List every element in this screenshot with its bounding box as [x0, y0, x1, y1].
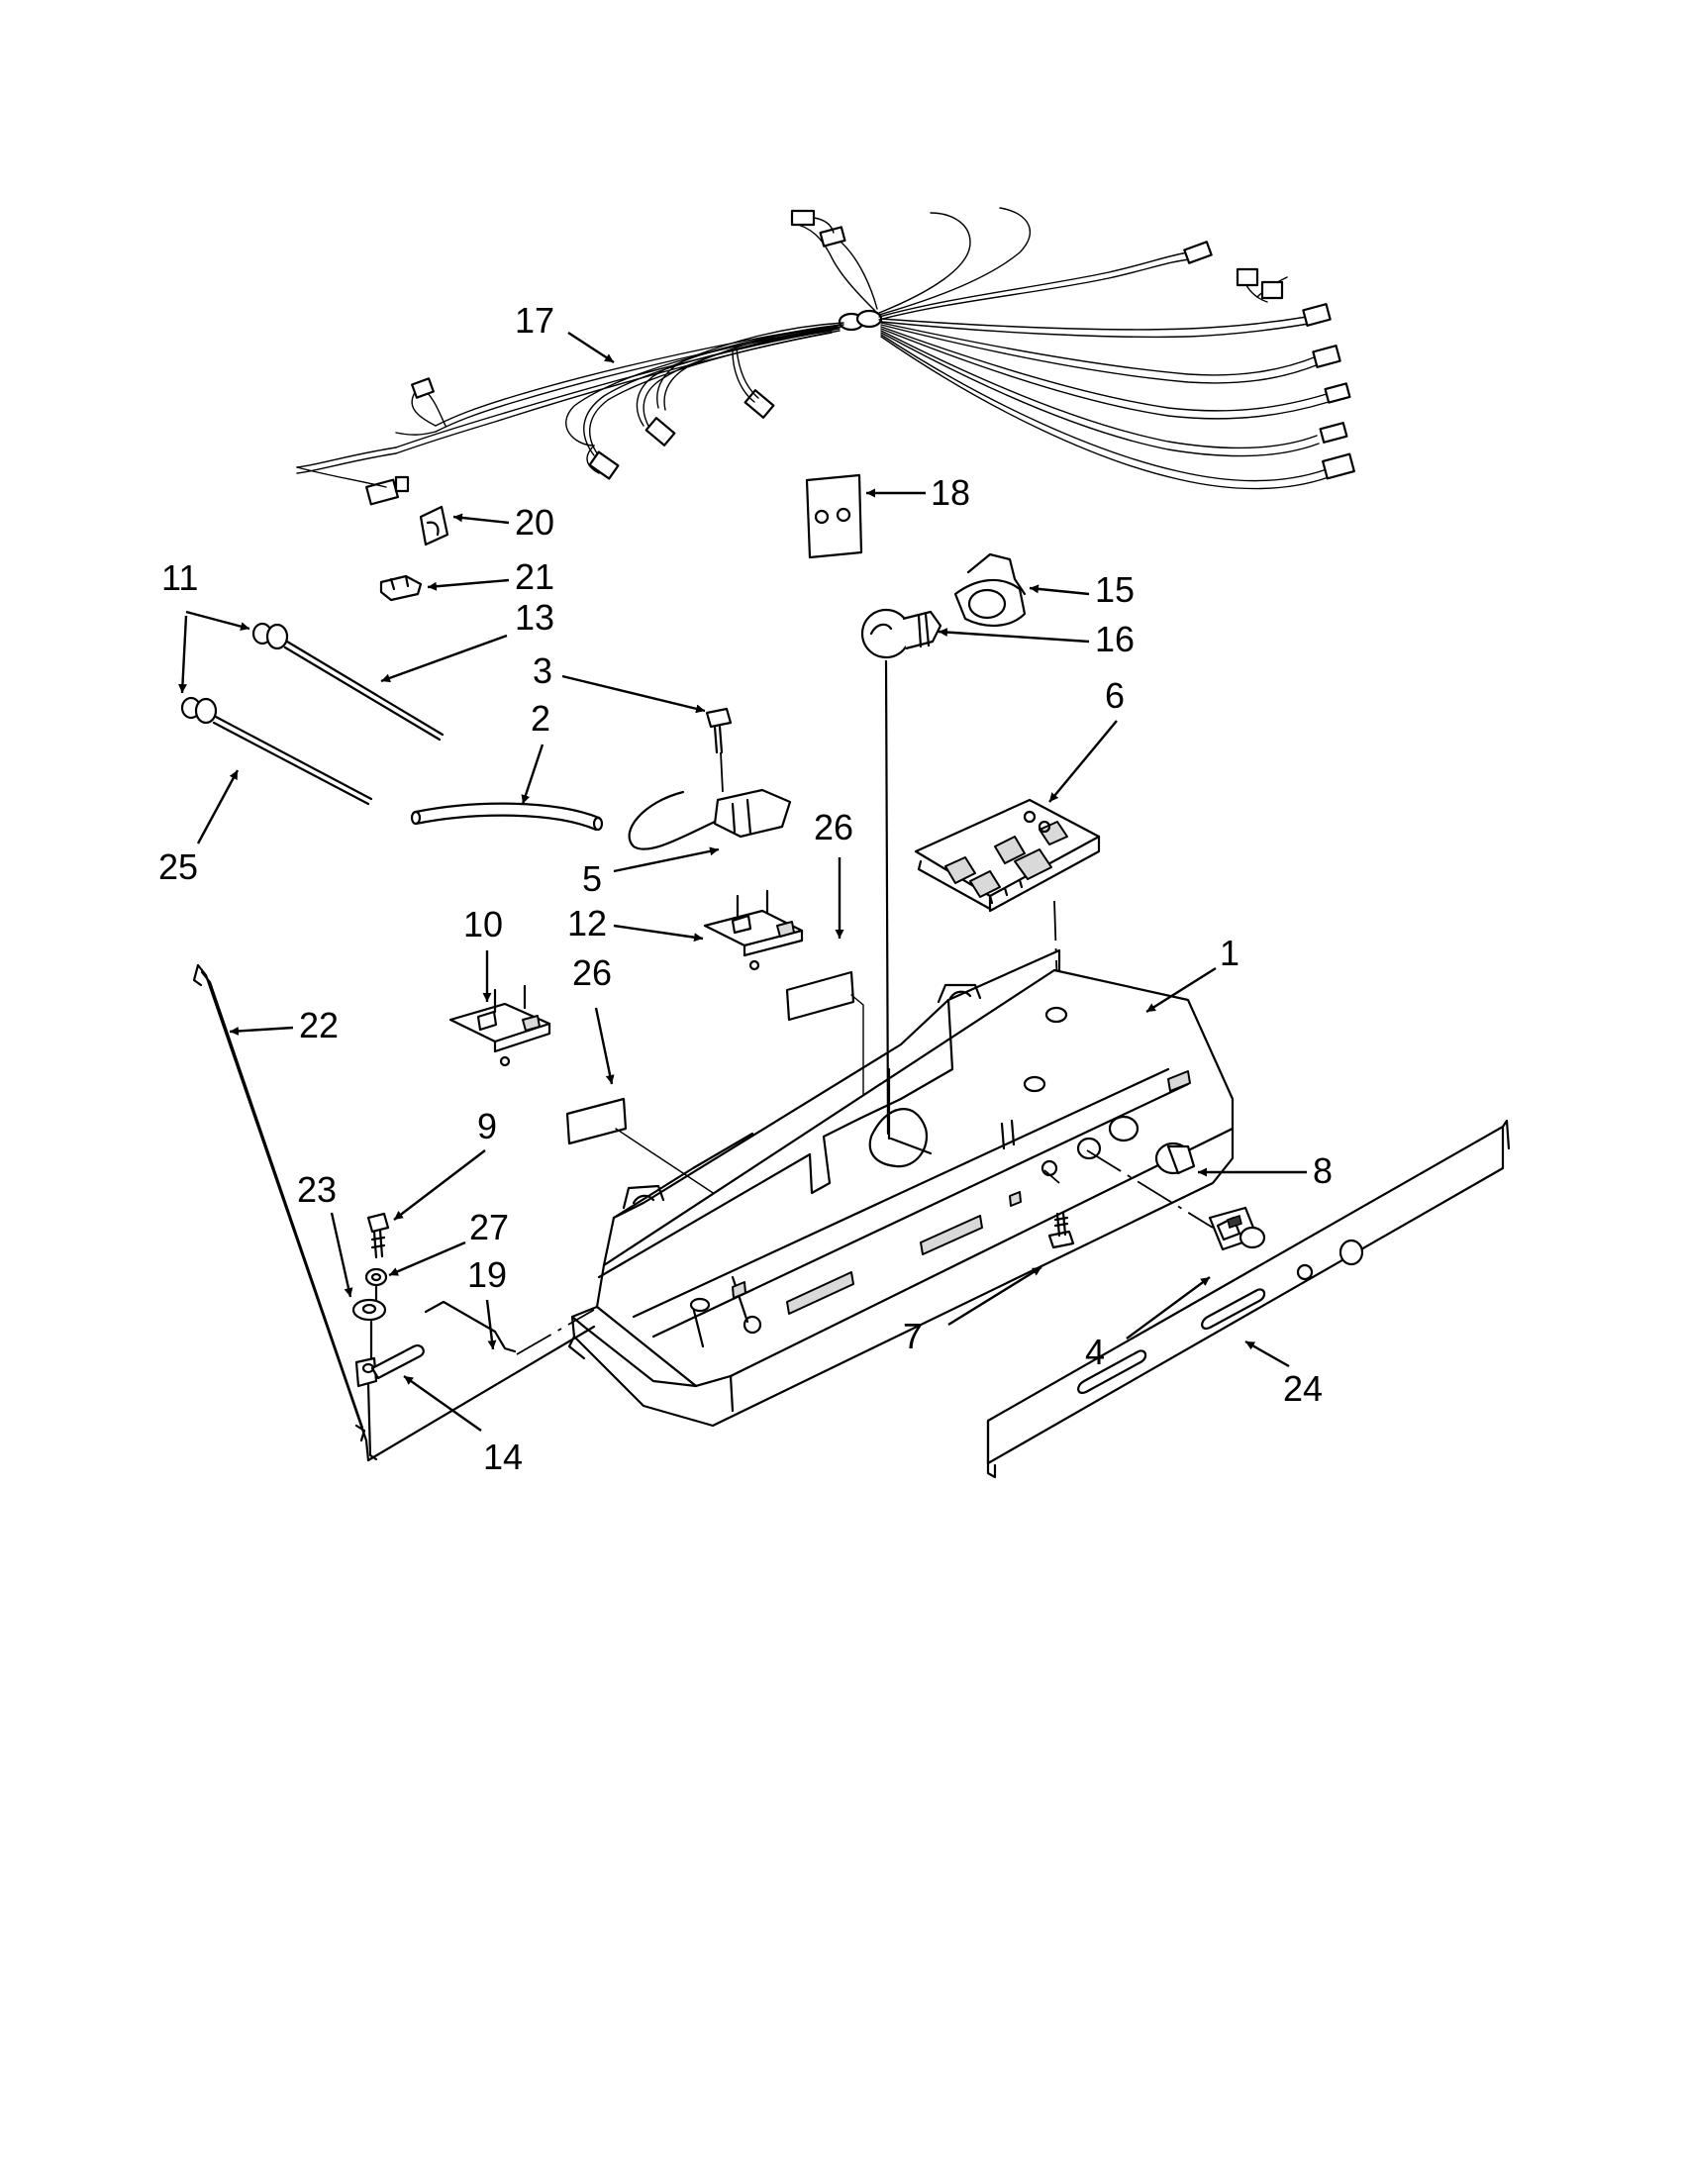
callout-23: 23 [297, 1169, 337, 1210]
callout-15: 15 [1095, 569, 1135, 610]
callout-19: 19 [467, 1254, 507, 1295]
part-27-washer [364, 1267, 388, 1287]
part-19-wire [424, 1300, 595, 1355]
part-12-bracket [703, 889, 804, 971]
callout-9: 9 [477, 1106, 497, 1146]
part-11-grommet-lower [180, 696, 218, 725]
leader-14 [403, 1375, 482, 1432]
part-13-rod-upper [283, 640, 445, 742]
leader-11b [177, 615, 188, 694]
leader-5 [613, 846, 720, 873]
callout-8: 8 [1313, 1150, 1333, 1191]
callout-24: 24 [1283, 1368, 1323, 1409]
part-22-strip [192, 963, 370, 1462]
callout-11: 11 [161, 557, 198, 598]
callout-26-left: 26 [572, 952, 612, 993]
callout-6: 6 [1105, 675, 1125, 716]
leader-24 [1244, 1340, 1290, 1368]
part-3-screw [705, 707, 733, 754]
leader-7 [947, 1265, 1042, 1327]
leader-15 [1029, 584, 1090, 596]
part-15-lamp-socket [953, 552, 1027, 628]
part-1-control-housing [567, 659, 1235, 1428]
callouts: 17 18 20 21 11 13 3 15 16 6 2 25 [158, 300, 1333, 1477]
part-18-plate [805, 473, 863, 559]
leader-26-left [594, 1007, 615, 1085]
part-24-panel-strip [986, 1119, 1511, 1479]
leader-4 [1126, 1276, 1211, 1340]
leader-25 [196, 769, 240, 844]
part-17-wire-harness [296, 207, 1355, 506]
callout-22: 22 [299, 1005, 339, 1045]
leader-2 [521, 744, 545, 805]
callout-16: 16 [1095, 619, 1135, 659]
callout-12: 12 [567, 903, 607, 943]
callout-27: 27 [469, 1207, 509, 1247]
leader-21 [427, 578, 510, 591]
leader-27 [388, 1241, 466, 1277]
callout-21: 21 [515, 556, 554, 597]
part-11-grommet-upper [251, 622, 289, 650]
callout-4: 4 [1085, 1332, 1105, 1372]
part-2-tube [410, 802, 604, 832]
part-6-control-board [914, 798, 1101, 991]
leader-16 [938, 628, 1090, 644]
leader-22 [229, 1026, 294, 1036]
part-14-bracket [354, 1285, 425, 1461]
leader-1 [1145, 966, 1217, 1014]
part-21-clip [379, 574, 423, 602]
part-5-switch [628, 751, 792, 850]
leader-23 [330, 1212, 353, 1298]
leader-6 [1048, 720, 1118, 803]
leader-9 [393, 1149, 486, 1221]
callout-25: 25 [158, 846, 198, 887]
callout-20: 20 [515, 502, 554, 543]
leader-13 [380, 634, 508, 683]
part-16-bulb [860, 608, 942, 659]
callout-10: 10 [463, 904, 503, 944]
callout-26-right: 26 [814, 807, 853, 847]
part-10-bracket [448, 984, 551, 1067]
leader-12 [613, 924, 704, 943]
callout-17: 17 [515, 300, 554, 341]
leader-20 [452, 513, 510, 525]
part-25-rod-lower [212, 715, 373, 806]
callout-18: 18 [931, 472, 970, 513]
part-9-screw [366, 1212, 390, 1259]
part-8-button [1154, 1142, 1196, 1175]
callout-14: 14 [483, 1437, 523, 1477]
part-23-washer [351, 1298, 387, 1322]
callout-7: 7 [903, 1316, 923, 1356]
leader-11a [185, 610, 250, 632]
callout-13: 13 [515, 597, 554, 638]
part-4-damper-control [1208, 1206, 1266, 1251]
callout-3: 3 [533, 650, 552, 691]
callout-2: 2 [531, 698, 550, 739]
leader-3 [561, 674, 706, 714]
part-20-clip [419, 505, 449, 546]
leader-19 [485, 1299, 497, 1350]
leader-17 [567, 331, 615, 364]
part-7-screw [1047, 1211, 1075, 1249]
callout-5: 5 [582, 858, 602, 899]
callout-1: 1 [1220, 933, 1239, 973]
